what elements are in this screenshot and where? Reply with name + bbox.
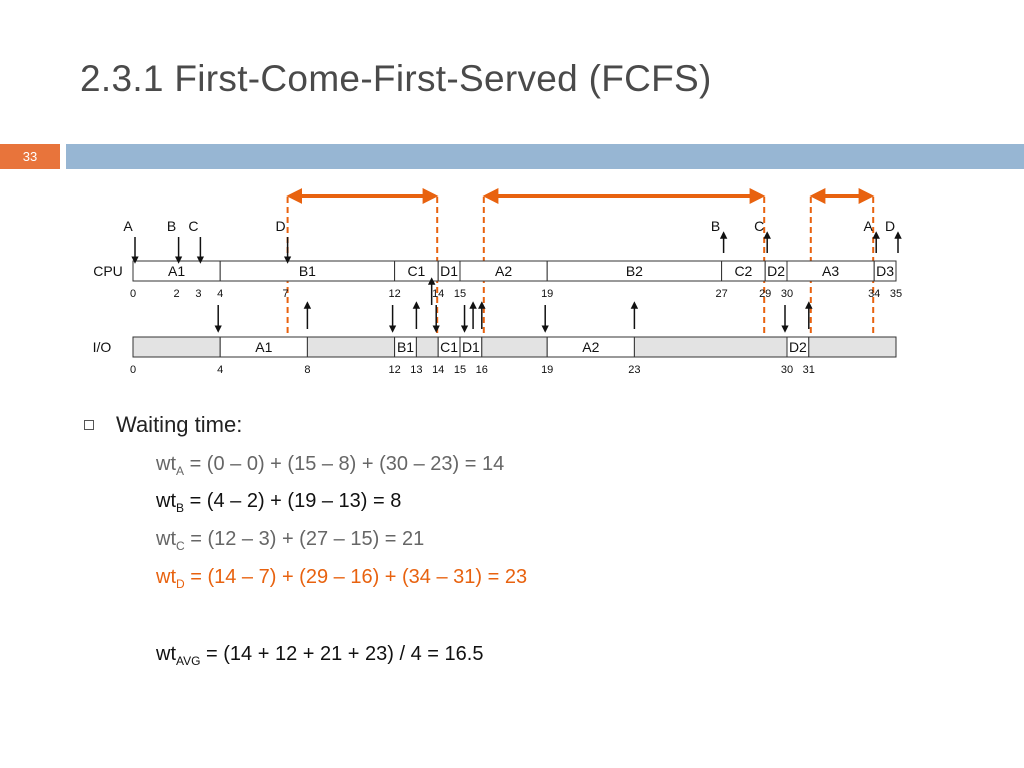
departure-label: A bbox=[864, 218, 874, 234]
cpu-tick-label: 29 bbox=[759, 288, 771, 300]
io-tick-label: 19 bbox=[541, 364, 553, 376]
cpu-segment-label: A1 bbox=[168, 263, 185, 279]
cpu-segment-label: A3 bbox=[822, 263, 839, 279]
cpu-tick-label: 2 bbox=[174, 288, 180, 300]
io-tick-label: 0 bbox=[130, 364, 136, 376]
io-row-label: I/O bbox=[93, 339, 112, 355]
cpu-tick-label: 34 bbox=[868, 288, 880, 300]
io-idle-segment bbox=[306, 336, 396, 358]
arrival-label: B bbox=[167, 218, 176, 234]
cpu-segment-label: B2 bbox=[626, 263, 643, 279]
cpu-segment-label: D2 bbox=[767, 263, 785, 279]
io-tick-label: 13 bbox=[410, 364, 422, 376]
arrival-label: C bbox=[188, 218, 198, 234]
io-tick-label: 31 bbox=[803, 364, 815, 376]
io-segment-label: A1 bbox=[255, 339, 272, 355]
wt-c-line: wtC = (12 – 3) + (27 – 15) = 21 bbox=[156, 528, 425, 553]
cpu-tick-label: 30 bbox=[781, 288, 793, 300]
departure-label: D bbox=[885, 218, 895, 234]
io-idle-segment bbox=[633, 336, 788, 358]
arrival-label: A bbox=[123, 218, 133, 234]
cpu-segment-label: D1 bbox=[440, 263, 458, 279]
wt-b-line: wtB = (4 – 2) + (19 – 13) = 8 bbox=[156, 490, 402, 515]
cpu-tick-label: 0 bbox=[130, 288, 136, 300]
cpu-tick-label: 3 bbox=[195, 288, 201, 300]
io-idle-segment bbox=[132, 336, 221, 358]
io-tick-label: 15 bbox=[454, 364, 466, 376]
io-segment-label: C1 bbox=[440, 339, 458, 355]
header-bar bbox=[66, 144, 1024, 169]
cpu-tick-label: 15 bbox=[454, 288, 466, 300]
io-segment-label: A2 bbox=[582, 339, 599, 355]
cpu-tick-label: 14 bbox=[432, 288, 444, 300]
cpu-tick-label: 12 bbox=[388, 288, 400, 300]
io-tick-label: 16 bbox=[476, 364, 488, 376]
wt-d-line: wtD = (14 – 7) + (29 – 16) + (34 – 31) =… bbox=[156, 566, 528, 591]
cpu-segment-label: A2 bbox=[495, 263, 512, 279]
departure-label: C bbox=[754, 218, 764, 234]
io-segment-label: D2 bbox=[789, 339, 807, 355]
io-tick-label: 30 bbox=[781, 364, 793, 376]
cpu-segment-label: C1 bbox=[407, 263, 425, 279]
wt-avg-line: wtAVG = (14 + 12 + 21 + 23) / 4 = 16.5 bbox=[156, 643, 484, 668]
cpu-segment-label: B1 bbox=[299, 263, 316, 279]
waiting-time-heading: Waiting time: bbox=[116, 412, 243, 437]
io-tick-label: 14 bbox=[432, 364, 444, 376]
io-tick-label: 8 bbox=[304, 364, 310, 376]
slide-number: 33 bbox=[0, 144, 60, 169]
cpu-tick-label: 35 bbox=[890, 288, 902, 300]
io-idle-segment bbox=[481, 336, 548, 358]
io-idle-segment bbox=[808, 336, 897, 358]
cpu-row-label: CPU bbox=[93, 263, 123, 279]
cpu-segment-label: C2 bbox=[734, 263, 752, 279]
io-segment-label: D1 bbox=[462, 339, 480, 355]
io-idle-segment bbox=[415, 336, 439, 358]
cpu-segment bbox=[873, 260, 897, 282]
cpu-tick-label: 4 bbox=[217, 288, 223, 300]
bullet-square-icon bbox=[84, 420, 94, 430]
slide-title: 2.3.1 First-Come-First-Served (FCFS) bbox=[80, 58, 712, 99]
cpu-tick-label: 27 bbox=[715, 288, 727, 300]
cpu-segment-label: D3 bbox=[876, 263, 894, 279]
cpu-tick-label: 19 bbox=[541, 288, 553, 300]
departure-label: B bbox=[711, 218, 720, 234]
wt-a-line: wtA = (0 – 0) + (15 – 8) + (30 – 23) = 1… bbox=[156, 453, 505, 478]
arrival-label: D bbox=[276, 218, 286, 234]
io-tick-label: 12 bbox=[388, 364, 400, 376]
io-tick-label: 4 bbox=[217, 364, 223, 376]
cpu-tick-label: 7 bbox=[283, 288, 289, 300]
io-tick-label: 23 bbox=[628, 364, 640, 376]
io-segment-label: B1 bbox=[397, 339, 414, 355]
